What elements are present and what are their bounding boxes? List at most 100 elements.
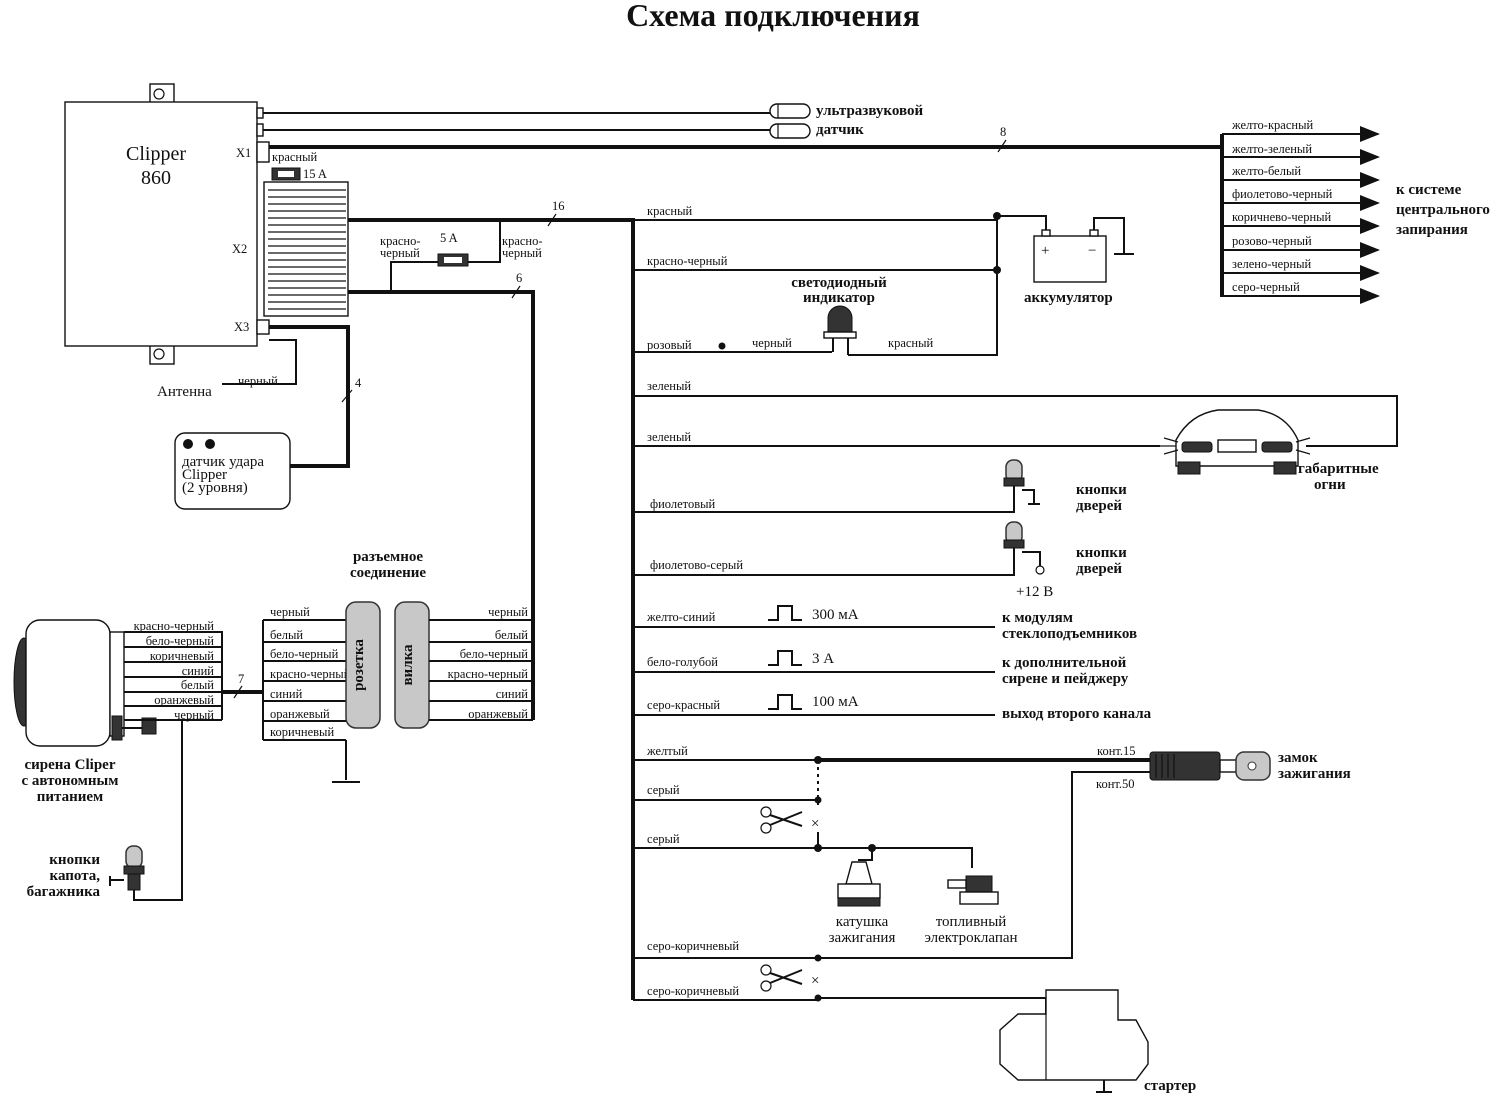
wire-label: желто-красный (1231, 118, 1313, 132)
ultrasonic-label-2: датчик (816, 122, 864, 138)
bundle-7: 7 (238, 672, 244, 686)
wire-label: черный (380, 246, 420, 260)
wire-label: серый (647, 832, 680, 846)
wire-label: разъемное (353, 549, 423, 565)
wire-label: серо-коричневый (647, 939, 739, 953)
x2-label: X2 (232, 242, 247, 256)
siren: красно-черный бело-черный коричневый син… (13, 619, 223, 805)
wire-label: бело-голубой (647, 655, 718, 669)
wire-label: черный (752, 336, 792, 350)
wire-label: белый (495, 628, 528, 642)
led-indicator: светодиодный индикатор (791, 275, 887, 355)
wire-label: черный (238, 374, 278, 388)
fuse15-label: 15 A (303, 167, 327, 181)
wire-label: + (1041, 243, 1049, 259)
wire-label: катушка (836, 914, 889, 930)
wire-label: красный (647, 204, 693, 218)
wire-label: конт.50 (1096, 777, 1135, 791)
wire-label: серо-коричневый (647, 984, 739, 998)
door-button-2: +12 В кнопки дверей (1003, 521, 1127, 600)
wire-label: синий (270, 687, 303, 701)
ultrasonic-label-1: ультразвуковой (816, 103, 923, 119)
x1-wire-label: красный (272, 150, 318, 164)
wire-label: кнопки (1076, 545, 1127, 561)
wire-label: зеленый (647, 430, 691, 444)
wire-label: 3 А (812, 651, 834, 667)
wire-label: желтый (646, 744, 688, 758)
wire-label: оранжевый (154, 693, 214, 707)
wire-label: кнопки (1076, 482, 1127, 498)
car-parking-lights: габаритные огни (1160, 409, 1379, 493)
wire-label: красно-черный (647, 254, 728, 268)
wire-label: к дополнительной (1002, 655, 1127, 671)
wire-label: розово-черный (1232, 234, 1312, 248)
wire-label: желто-зеленый (1231, 142, 1312, 156)
wire-label: с автономным (22, 773, 119, 789)
bundle-16: 16 (552, 199, 565, 213)
wire-label: датчик удара (182, 454, 264, 470)
wire-label: красно-черный (134, 619, 215, 633)
wire-label: к модулям (1002, 610, 1073, 626)
wire-label: топливный (936, 914, 1007, 930)
scissors-icon (760, 964, 803, 992)
wire-label: оранжевый (468, 707, 528, 721)
wire-label: выход второго канала (1002, 706, 1152, 722)
wire-label: коричнево-черный (1232, 210, 1332, 224)
shock-sensor: датчик удара Clipper (2 уровня) (174, 432, 291, 510)
wire-label: центрального (1396, 202, 1490, 218)
wire-label: габаритные (1298, 461, 1379, 477)
wire-label: питанием (37, 789, 104, 805)
wire-label: электроклапан (924, 930, 1017, 946)
wire-label: синий (496, 687, 529, 701)
wire-label: светодиодный (791, 275, 887, 291)
antenna-label: Антенна (157, 384, 212, 400)
wire-label: коричневый (150, 649, 214, 663)
wire-label: +12 В (1016, 584, 1053, 600)
wire-label: (2 уровня) (182, 480, 248, 496)
wire-label: розовый (647, 338, 692, 352)
wire-label: красно-черный (270, 667, 351, 681)
wire-label: красно- (502, 234, 543, 248)
wire-label: дверей (1076, 561, 1122, 577)
wire-label: вилка (400, 644, 416, 686)
wire-label: 5 A (440, 231, 458, 245)
wire-label: красно-черный (448, 667, 529, 681)
wire-label: дверей (1076, 498, 1122, 514)
wire-label: к системе (1396, 182, 1462, 198)
wire-label: красно- (380, 234, 421, 248)
x1-label: X1 (236, 146, 251, 160)
wire-label: сирена Cliper (24, 757, 115, 773)
wire-label: запирания (1396, 222, 1468, 238)
wire-label: бело-черный (460, 647, 529, 661)
wire-label: конт.15 (1097, 744, 1136, 758)
wire-label: зажигания (829, 930, 896, 946)
page-title: Схема подключения (626, 0, 920, 33)
cut-mark-2: × (811, 973, 819, 989)
wire-label: 300 мА (812, 607, 859, 623)
wire-label: фиолетовый (650, 497, 716, 511)
x3-label: X3 (234, 320, 249, 334)
wire-label: желто-белый (1231, 164, 1301, 178)
ignition-lock: замок зажигания (1149, 750, 1351, 782)
wire-label: красный (888, 336, 934, 350)
wire-label: багажника (27, 884, 101, 900)
cut-mark-1: × (811, 816, 819, 832)
hood-button: кнопки капота, багажника (27, 845, 145, 900)
wire-label: зелено-черный (1232, 257, 1312, 271)
wire-label: 100 мА (812, 694, 859, 710)
wire-label: соединение (350, 565, 426, 581)
control-unit: Clipper 860 X1 X2 X3 (64, 83, 349, 365)
bundle-8: 8 (1000, 125, 1006, 139)
fuel-valve: топливный электроклапан (924, 875, 1018, 946)
wire-label: желто-синий (646, 610, 716, 624)
wire-label: фиолетово-черный (1232, 187, 1333, 201)
fuse-5a: 5 A красно- черный красно- черный (380, 220, 543, 292)
wire-label: серый (647, 783, 680, 797)
wire-label: оранжевый (270, 707, 330, 721)
wire-label: серо-красный (647, 698, 720, 712)
wire-label: белый (270, 628, 303, 642)
wire-label: огни (1314, 477, 1346, 493)
bundle-6: 6 (516, 271, 522, 285)
wire-label: индикатор (803, 290, 875, 306)
